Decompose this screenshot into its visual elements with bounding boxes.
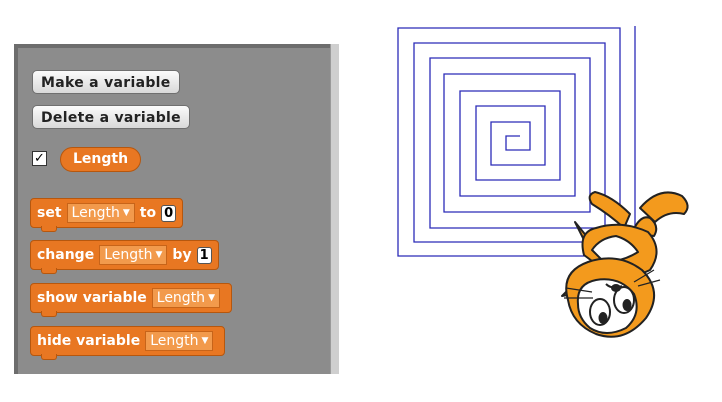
hide-variable-dropdown[interactable]: Length ▼ — [145, 331, 214, 351]
set-variable-dropdown[interactable]: Length ▼ — [66, 203, 135, 223]
chevron-down-icon: ▼ — [208, 293, 215, 303]
change-label: change — [37, 247, 95, 263]
change-variable-dropdown[interactable]: Length ▼ — [99, 245, 168, 265]
set-dropdown-value: Length — [71, 205, 120, 221]
chevron-down-icon: ▼ — [155, 250, 163, 260]
length-reporter-block[interactable]: Length — [60, 147, 142, 172]
square-spiral-path — [397, 26, 636, 257]
change-value-input[interactable]: 1 — [196, 246, 212, 264]
make-variable-button[interactable]: Make a variable — [32, 70, 180, 94]
length-variable-checkbox[interactable]: ✓ — [32, 151, 47, 166]
show-variable-block[interactable]: show variable Length ▼ — [30, 283, 232, 317]
hide-variable-block[interactable]: hide variable Length ▼ — [30, 326, 226, 360]
palette-scrollbar[interactable] — [330, 44, 339, 374]
hide-dropdown-value: Length — [150, 333, 199, 349]
change-dropdown-value: Length — [104, 247, 153, 263]
hide-variable-label: hide variable — [37, 333, 141, 349]
variables-palette: Make a variable Delete a variable ✓ Leng… — [14, 44, 336, 374]
by-label: by — [172, 247, 192, 263]
chevron-down-icon: ▼ — [201, 336, 209, 346]
show-variable-dropdown[interactable]: Length ▼ — [151, 288, 220, 308]
show-variable-label: show variable — [37, 290, 147, 306]
change-variable-block[interactable]: change Length ▼ by 1 — [30, 240, 219, 274]
set-label: set — [37, 205, 62, 221]
delete-variable-button[interactable]: Delete a variable — [32, 105, 190, 129]
chevron-down-icon: ▼ — [122, 208, 130, 218]
to-label: to — [139, 205, 157, 221]
cat-sprite[interactable] — [561, 191, 689, 338]
set-value-input[interactable]: 0 — [161, 204, 177, 222]
set-variable-block[interactable]: set Length ▼ to 0 — [30, 198, 184, 232]
show-dropdown-value: Length — [156, 290, 206, 306]
